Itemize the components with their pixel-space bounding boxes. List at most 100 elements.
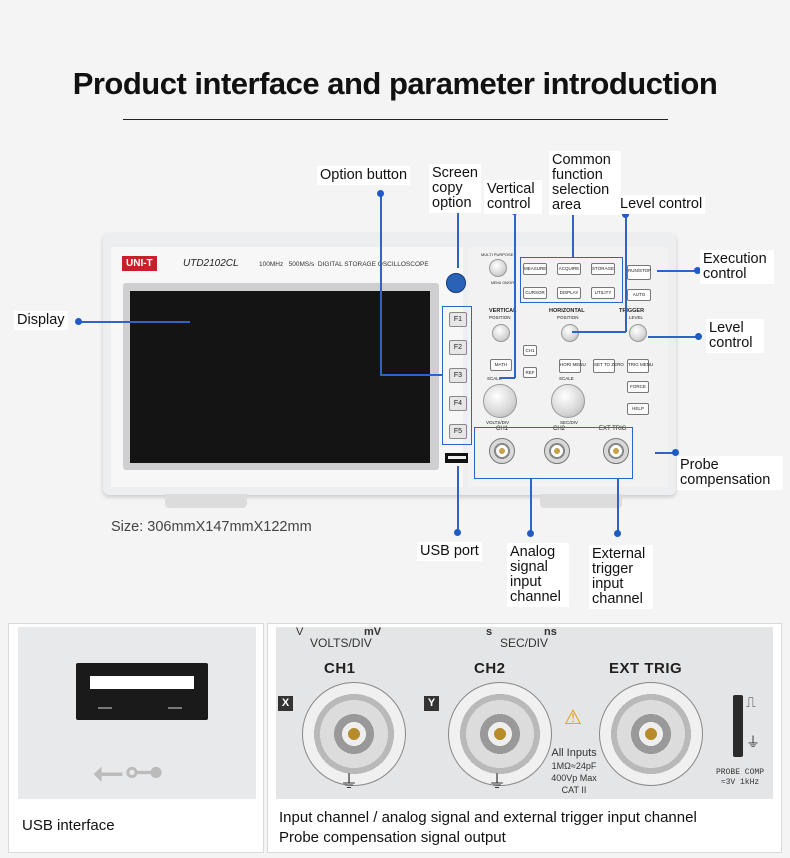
display-leader	[78, 321, 190, 323]
ext-trig-bnc-detail[interactable]	[599, 682, 703, 786]
horizontal-position-knob[interactable]	[561, 324, 579, 342]
ext-trig-bnc-connector[interactable]	[603, 438, 629, 464]
title-divider	[123, 119, 668, 120]
screen-copy-button[interactable]	[446, 273, 466, 293]
softkey-f4[interactable]: F4	[449, 396, 467, 411]
analog-dot	[527, 530, 534, 537]
trigger-level-label: LEVEL	[629, 315, 644, 320]
storage-key[interactable]: STORAGE	[591, 263, 615, 275]
usb-icon: ⭠⊶	[92, 750, 164, 794]
vertical-position-label: POSITION	[489, 315, 511, 320]
spec-line: 100MHz 500MS/s DIGITAL STORAGE OSCILLOSC…	[259, 261, 429, 268]
common-function-callout: Common function selection area	[549, 151, 621, 215]
menu-on-off-label[interactable]: MENU ON/OFF	[491, 281, 516, 285]
model-name: UTD2102CL	[183, 258, 239, 269]
inputs-detail-panel: V mV VOLTS/DIV s ns SEC/DIV CH1 CH2 EXT …	[267, 623, 782, 853]
multi-purpose-knob[interactable]	[489, 259, 507, 277]
brand-logo: UNI-T	[122, 256, 157, 271]
vertical-control-callout: Vertical control	[484, 180, 542, 214]
measure-key[interactable]: MEASURE	[523, 263, 547, 275]
y-channel-mark: Y	[424, 696, 439, 711]
trigger-section-label: TRIGGER	[619, 308, 645, 314]
softkey-f2[interactable]: F2	[449, 340, 467, 355]
acquire-key[interactable]: ACQUIRE	[557, 263, 581, 275]
softkey-f1[interactable]: F1	[449, 312, 467, 327]
copy-leader	[457, 208, 459, 268]
execution-dot	[694, 267, 701, 274]
run-stop-key[interactable]: RUN/STOP	[627, 265, 651, 280]
hori-menu-key[interactable]: HORI MENU	[559, 359, 586, 373]
cursor-key[interactable]: CURSOR	[523, 287, 547, 299]
ch2-detail-label: CH2	[474, 660, 506, 677]
trig-menu-key[interactable]: TRIG MENU	[627, 359, 653, 373]
vertical-section-label: VERTICAL	[489, 308, 517, 314]
sec-div-label: SEC/DIV	[560, 420, 579, 425]
ns-unit-label: ns	[544, 626, 557, 638]
level-top-leader-h	[572, 331, 626, 333]
ch2-bnc-connector[interactable]	[544, 438, 570, 464]
vertical-scale-label: SCALE	[487, 376, 502, 381]
x-channel-mark: X	[278, 696, 293, 711]
option-leader-h	[380, 374, 442, 376]
probe-dot	[672, 449, 679, 456]
horizontal-section-label: HORIZONTAL	[549, 308, 585, 314]
option-leader-v	[380, 193, 382, 375]
volts-div-knob[interactable]	[483, 384, 517, 418]
all-inputs-label: All Inputs	[551, 747, 597, 759]
execution-leader	[657, 270, 697, 272]
inputs-caption-line1: Input channel / analog signal and extern…	[279, 809, 697, 826]
ground-icon: ⏚	[488, 772, 506, 792]
ch1-bnc-connector[interactable]	[489, 438, 515, 464]
horizontal-position-label: POSITION	[557, 315, 579, 320]
force-key[interactable]: FORCE	[627, 381, 649, 393]
help-key[interactable]: HELP	[627, 403, 649, 415]
math-key[interactable]: MATH	[490, 359, 512, 371]
warning-icon: ⚠	[564, 707, 582, 729]
level-right-dot	[695, 333, 702, 340]
sec-div-knob[interactable]	[551, 384, 585, 418]
softkey-f5[interactable]: F5	[449, 424, 467, 439]
usb-socket[interactable]	[76, 663, 208, 720]
ch2-bnc-detail[interactable]	[448, 682, 552, 786]
usb-tongue	[90, 676, 194, 689]
auto-key[interactable]: AUTO	[627, 289, 651, 301]
ch1-key[interactable]: CH1	[523, 345, 537, 356]
set-to-zero-key[interactable]: SET TO ZERO	[593, 359, 624, 373]
usb-port-callout: USB port	[417, 542, 482, 561]
display-key[interactable]: DISPLAY	[557, 287, 581, 299]
oscilloscope-front-panel: UNI-T UTD2102CL 100MHz 500MS/s DIGITAL S…	[103, 233, 676, 495]
softkey-f3[interactable]: F3	[449, 368, 467, 383]
sec-div-detail-label: SEC/DIV	[500, 636, 549, 650]
vertical-leader-v	[514, 211, 516, 378]
vertical-position-knob[interactable]	[492, 324, 510, 342]
square-wave-icon: ⎍	[746, 694, 756, 710]
level-control-top-callout: Level control	[617, 195, 706, 214]
probe-comp-terminal[interactable]	[733, 695, 743, 757]
utility-key[interactable]: UTILITY	[591, 287, 615, 299]
level-top-dot	[622, 211, 629, 218]
ch2-input-label: CH2	[553, 426, 566, 432]
page-title: Product interface and parameter introduc…	[72, 66, 718, 101]
lcd-screen	[130, 291, 430, 463]
horizontal-scale-label: SCALE	[559, 376, 574, 381]
trigger-level-knob[interactable]	[629, 324, 647, 342]
function-leader	[572, 212, 574, 257]
usb-detail-photo: ⭠⊶	[18, 627, 256, 799]
ref-key[interactable]: REF	[523, 367, 537, 378]
usb-pin-right	[168, 707, 182, 709]
inputs-caption-line2: Probe compensation signal output	[279, 829, 506, 846]
probe-comp-label: PROBE COMP	[715, 768, 764, 777]
screen-copy-callout: Screen copy option	[429, 164, 481, 213]
vertical-leader-h	[500, 377, 515, 379]
usb-port[interactable]	[445, 453, 469, 463]
ext-trig-input-label: EXT TRIG	[599, 426, 627, 432]
option-button-callout: Option button	[317, 166, 411, 185]
analog-leader	[530, 479, 532, 533]
probe-compensation-callout: Probe compensation	[677, 456, 783, 490]
level-top-leader-v	[625, 214, 627, 332]
ch1-bnc-detail[interactable]	[302, 682, 406, 786]
ext-trig-leader	[617, 479, 619, 533]
usb-detail-panel: ⭠⊶ USB interface	[8, 623, 264, 853]
external-trigger-callout: External trigger input channel	[589, 545, 653, 609]
volts-div-label: VOLTS/DIV	[486, 420, 510, 425]
